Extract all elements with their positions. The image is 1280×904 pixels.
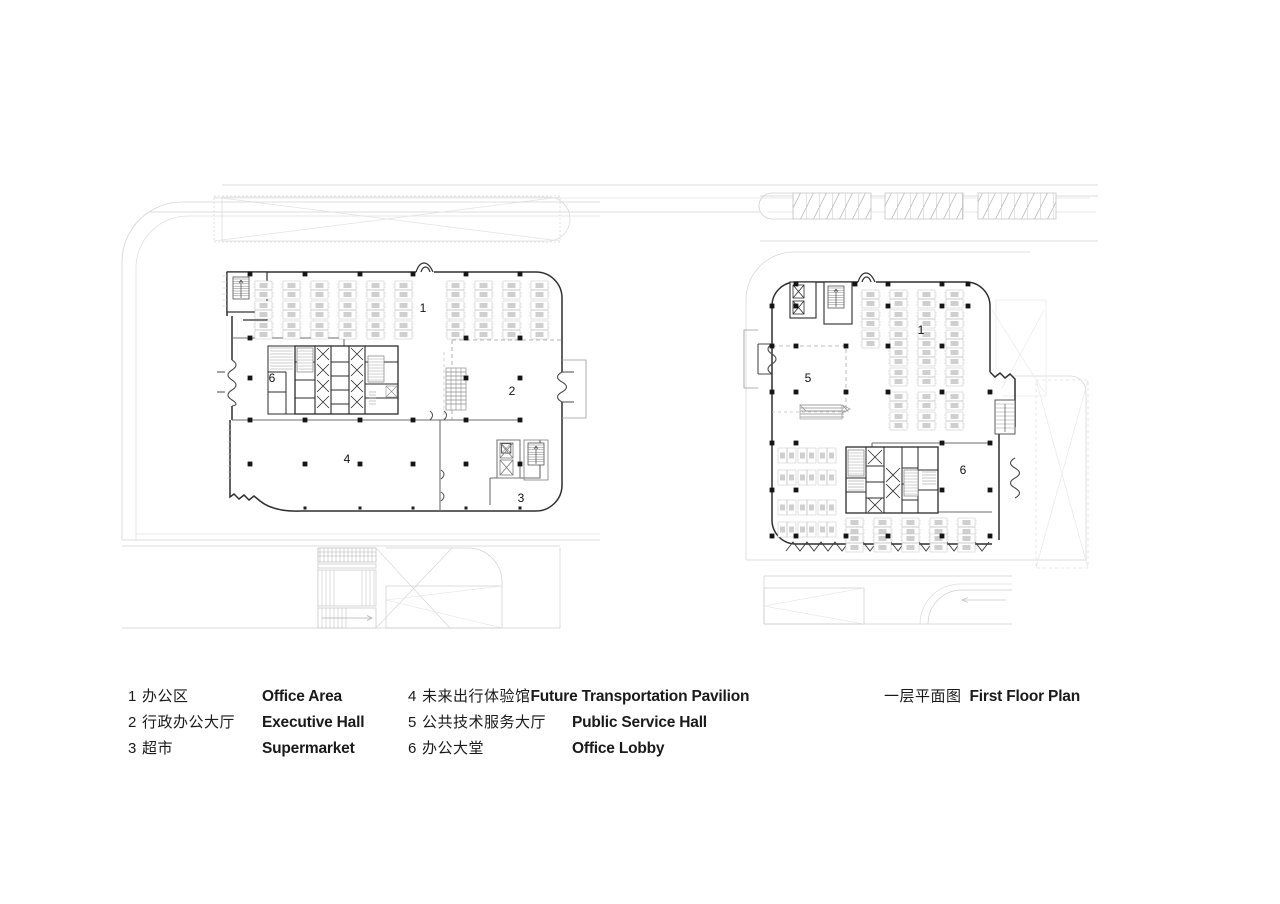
legend-label-cn: 办公大堂	[422, 740, 485, 757]
drawing-title-en: First Floor Plan	[969, 688, 1081, 705]
site-context	[121, 184, 1098, 569]
legend-label-cn: 未来出行体验馆	[422, 688, 531, 705]
core-west	[267, 345, 399, 415]
room-label-west-2: 2	[508, 384, 516, 398]
south-ramp-detail-east	[763, 575, 1012, 625]
west-facade-entry	[217, 359, 237, 407]
legend-label-en: Public Service Hall	[572, 714, 707, 731]
supermarket-lift-bank	[501, 443, 512, 454]
room-label-west-6: 6	[268, 371, 276, 385]
legend-item-2: 2 行政办公大厅 Executive Hall	[128, 710, 408, 736]
room-label-west-3: 3	[517, 491, 525, 505]
core-northwest-east	[789, 281, 817, 319]
legend-label-en: Office Lobby	[572, 740, 665, 757]
legend-item-1: 1 办公区 Office Area	[128, 684, 408, 710]
room-label-east-5: 5	[804, 371, 812, 385]
legend-number: 4	[408, 688, 417, 705]
legend-number: 6	[408, 740, 417, 757]
main-entry-north-east	[857, 272, 876, 283]
legend-number: 1	[128, 688, 137, 705]
workstations-west-north	[252, 280, 551, 340]
escalator-room5	[799, 404, 851, 420]
room-label-west-4: 4	[343, 452, 351, 466]
east-building-plan	[743, 266, 1021, 553]
stair-east-notch	[994, 399, 1016, 435]
stair-north-east-bldg	[823, 281, 853, 325]
core-east	[845, 446, 939, 514]
legend-number: 3	[128, 740, 137, 757]
legend-item-5: 5 公共技术服务大厅 Public Service Hall	[408, 710, 718, 736]
legend-label-cn: 超市	[142, 740, 174, 757]
drawing-title-block: 一层平面图 First Floor Plan	[884, 684, 1080, 710]
west-building-plan	[217, 262, 587, 512]
south-ramp-detail	[122, 545, 561, 629]
legend-col-right: 4 未来出行体验馆 Future Transportation Pavilion…	[408, 684, 749, 762]
legend-label-en: Future Transportation Pavilion	[530, 688, 750, 705]
legend-label-en: Supermarket	[262, 740, 355, 757]
room-label-west-1: 1	[419, 301, 427, 315]
legend-label-en: Office Area	[262, 688, 342, 705]
core-stair-east	[367, 355, 385, 383]
legend-label-cn: 公共技术服务大厅	[422, 714, 547, 731]
legend-label-cn: 办公区	[142, 688, 189, 705]
room-label-east-6: 6	[959, 463, 967, 477]
legend-number: 5	[408, 714, 417, 731]
legend: 1 办公区 Office Area 2 行政办公大厅 Executive Hal…	[128, 684, 1128, 774]
stair-southeast	[527, 442, 545, 466]
east-facade-entry-east	[1009, 457, 1021, 499]
drawing-title-cn: 一层平面图	[884, 688, 962, 705]
core-stair-west	[296, 347, 314, 373]
east-facade-entry	[556, 371, 574, 403]
legend-item-3: 3 超市 Supermarket	[128, 736, 408, 762]
legend-label-en: Executive Hall	[262, 714, 365, 731]
legend-col-left: 1 办公区 Office Area 2 行政办公大厅 Executive Hal…	[128, 684, 408, 762]
main-entry-north	[415, 262, 434, 273]
escalator-central	[445, 367, 467, 411]
legend-item-6: 6 办公大堂 Office Lobby	[408, 736, 718, 762]
legend-number: 2	[128, 714, 137, 731]
legend-label-cn: 行政办公大厅	[142, 714, 236, 731]
room-label-east-1: 1	[917, 323, 925, 337]
legend-item-4: 4 未来出行体验馆 Future Transportation Pavilion	[408, 684, 749, 710]
